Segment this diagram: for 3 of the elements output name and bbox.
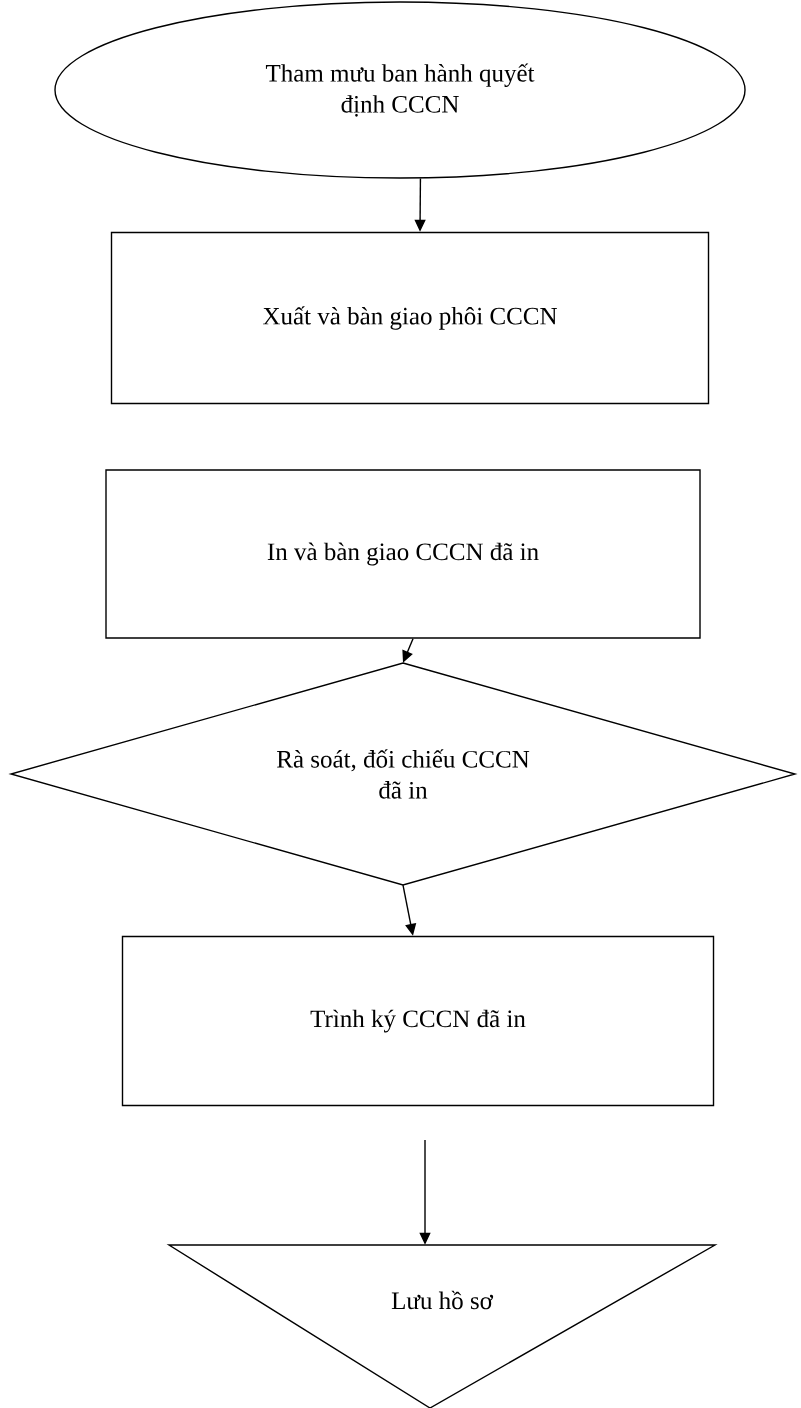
process-box: In và bàn giao CCCN đã in bbox=[105, 469, 701, 639]
process-box: Trình ký CCCN đã in bbox=[121, 935, 715, 1107]
process-box: Xuất và bàn giao phôi CCCN bbox=[110, 231, 710, 405]
